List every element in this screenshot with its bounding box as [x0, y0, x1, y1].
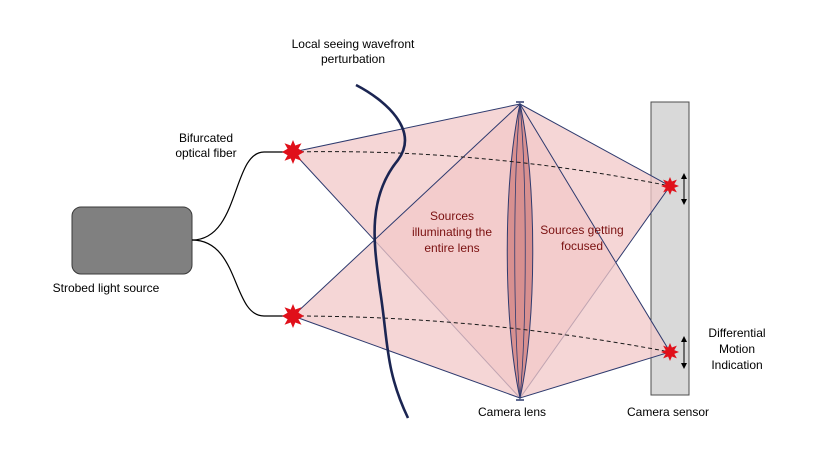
light-source-label: Strobed light source — [53, 281, 160, 295]
lower-fiber — [191, 239, 293, 317]
wavefront-label-line2: perturbation — [321, 52, 385, 66]
lower-source-star-icon — [282, 304, 304, 328]
lower-chief-ray — [292, 315, 671, 353]
illum-label-line3: entire lens — [424, 241, 479, 255]
fiber-label-line2: optical fiber — [175, 146, 236, 160]
upper-source-star-icon — [282, 140, 304, 164]
camera-sensor-label: Camera sensor — [627, 405, 709, 419]
upper-image-star-icon — [661, 177, 679, 195]
upper-fiber — [191, 151, 293, 241]
lower-motion-arrow-icon — [681, 336, 687, 369]
focus-label-line1: Sources getting — [540, 223, 623, 237]
diff-label-line2: Motion — [719, 342, 755, 356]
illum-label-line1: Sources — [430, 209, 474, 223]
wavefront-perturbation-curve — [355, 83, 410, 419]
lower-image-star-icon — [661, 343, 679, 361]
lower-source-cone — [292, 102, 671, 399]
focus-label-line2: focused — [561, 239, 603, 253]
strobed-light-source-box — [71, 206, 193, 275]
diff-label-line3: Indication — [711, 358, 762, 372]
upper-chief-ray — [292, 151, 671, 187]
illum-label-line2: illuminating the — [412, 225, 492, 239]
wavefront-label-line1: Local seeing wavefront — [292, 37, 415, 51]
camera-lens — [506, 101, 534, 401]
camera-lens-label: Camera lens — [478, 405, 546, 419]
diff-label-line1: Differential — [708, 326, 765, 340]
fiber-label-line1: Bifurcated — [179, 131, 233, 145]
upper-motion-arrow-icon — [681, 173, 687, 205]
